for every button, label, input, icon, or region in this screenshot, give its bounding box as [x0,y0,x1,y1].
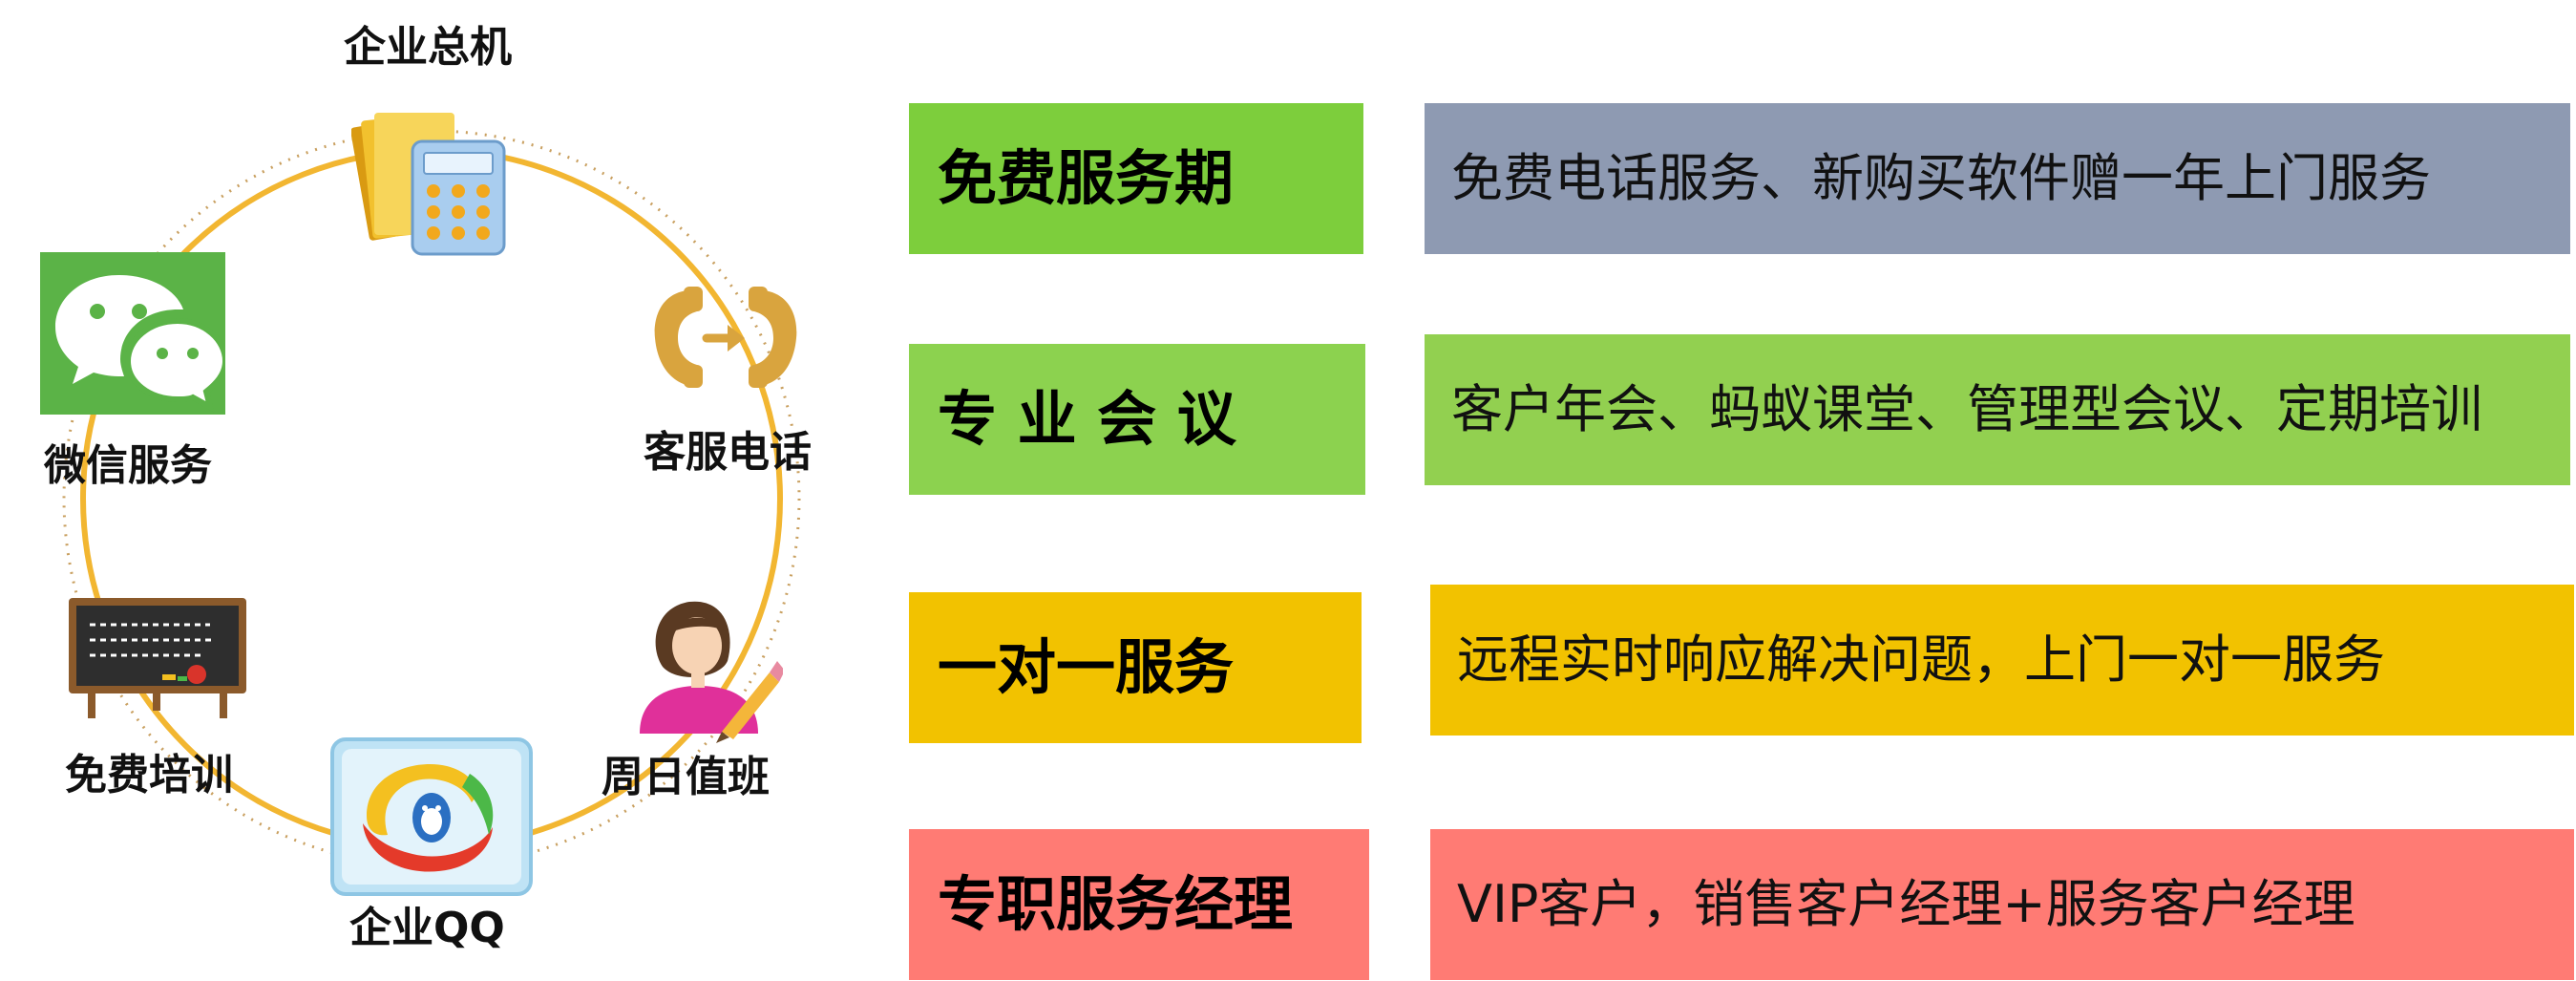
folder-phone-icon [351,113,506,256]
row-label-free-service-period: 免费服务期 [909,103,1363,254]
row-desc-dedicated-service-manager: VIP客户，销售客户经理+服务客户经理 [1430,829,2574,980]
row-desc-professional-meetings: 客户年会、蚂蚁课堂、管理型会议、定期培训 [1425,334,2570,485]
row-desc-one-on-one-service: 远程实时响应解决问题，上门一对一服务 [1430,585,2574,736]
node-label-sunday-duty: 周日值班 [602,753,770,801]
node-label-customer-service-phone: 客服电话 [644,428,812,477]
node-label-enterprise-qq: 企业QQ [349,904,505,952]
ring-dotted-circle [62,129,801,868]
row-label-professional-meetings: 专 业 会 议 [909,344,1365,495]
call-transfer-icon [654,287,797,388]
qq-penguin-icon [330,737,533,896]
wechat-icon [40,252,225,415]
row-label-dedicated-service-manager: 专职服务经理 [909,829,1369,980]
blackboard-icon [69,598,246,718]
row-label-one-on-one-service: 一对一服务 [909,592,1362,743]
node-label-wechat-service: 微信服务 [44,441,212,490]
node-label-enterprise-switchboard: 企业总机 [344,23,512,72]
node-label-free-training: 免费培训 [65,751,233,800]
row-desc-free-service-period: 免费电话服务、新购买软件赠一年上门服务 [1425,103,2570,254]
agent-woman-icon [640,601,783,743]
